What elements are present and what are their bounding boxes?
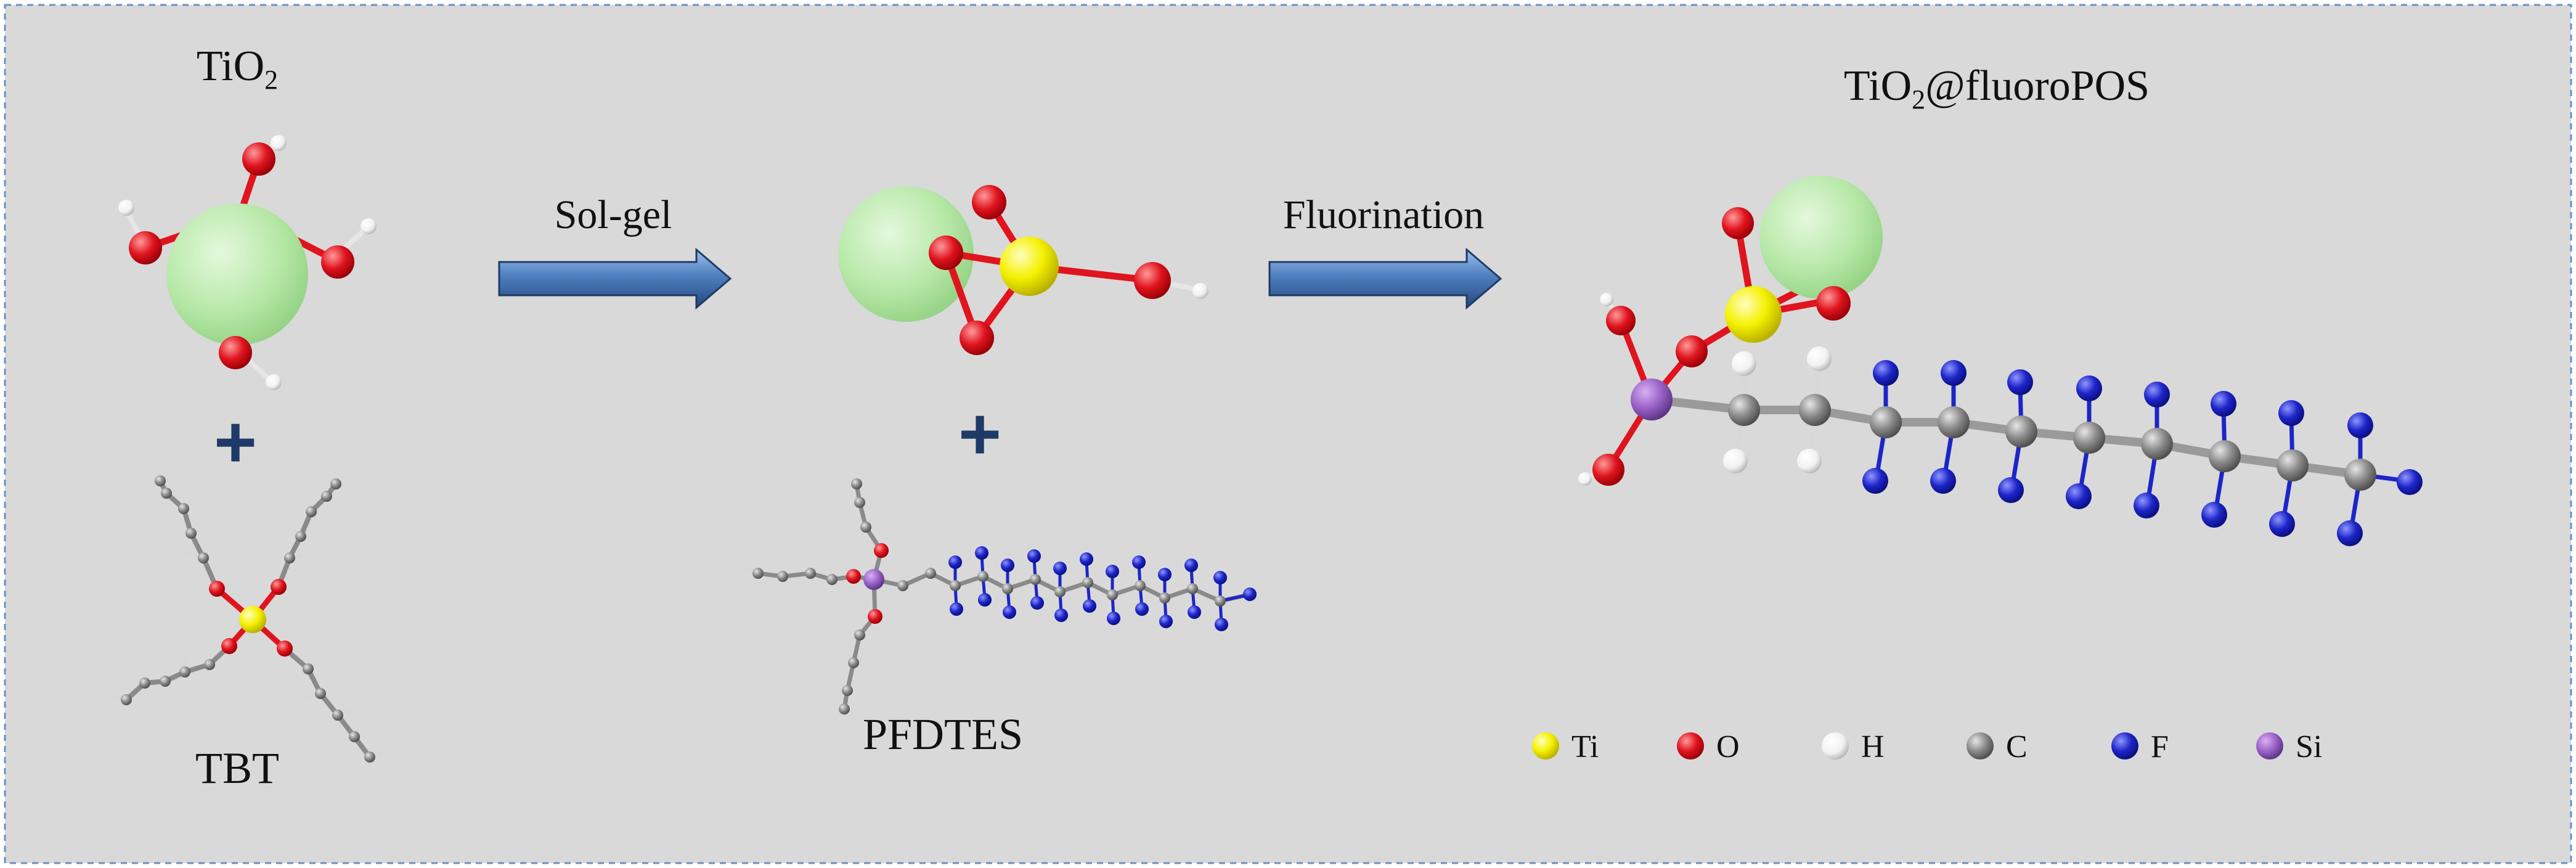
legend-item-f: F xyxy=(2111,729,2169,764)
tio2-particle-structure xyxy=(118,135,377,390)
panel-background xyxy=(4,4,2572,864)
element-legend: Ti O H C F Si xyxy=(1532,729,2322,764)
sol-gel-arrow xyxy=(498,247,732,310)
legend-label-f: F xyxy=(2151,729,2169,764)
tio2-particle-sphere xyxy=(166,203,308,345)
legend-item-o: O xyxy=(1677,729,1740,764)
tbt-molecule xyxy=(109,464,387,774)
legend-item-h: H xyxy=(1822,729,1885,764)
tio2-fluoropos-structure xyxy=(1578,176,2423,546)
tbt-label: TBT xyxy=(195,743,279,793)
tio2-label: TiO2 xyxy=(197,43,278,95)
fluorination-arrow xyxy=(1268,247,1502,310)
fluorination-label: Fluorination xyxy=(1283,192,1484,237)
legend-swatch-si xyxy=(2256,732,2283,760)
pfdtes-label: PFDTES xyxy=(863,710,1023,759)
legend-label-o: O xyxy=(1716,729,1740,764)
legend-label-c: C xyxy=(2006,729,2028,764)
sol-gel-label: Sol-gel xyxy=(555,192,672,237)
legend-item-si: Si xyxy=(2256,729,2322,764)
legend-swatch-o xyxy=(1677,732,1704,760)
sol-gel-intermediate-structure xyxy=(838,185,1209,355)
middle-particle-sphere xyxy=(838,186,974,322)
legend-item-c: C xyxy=(1967,729,2028,764)
legend-label-ti: Ti xyxy=(1571,729,1599,764)
legend-swatch-f xyxy=(2111,732,2138,760)
legend-label-si: Si xyxy=(2296,729,2322,764)
product-label: TiO2@fluoroPOS xyxy=(1844,62,2150,115)
legend-swatch-c xyxy=(1967,732,1994,760)
plus-sign-middle: + xyxy=(958,393,1001,475)
plus-sign-left: + xyxy=(214,401,257,483)
legend-item-ti: Ti xyxy=(1532,729,1599,764)
pfdtes-molecule xyxy=(741,470,1257,723)
legend-label-h: H xyxy=(1861,729,1885,764)
legend-swatch-h xyxy=(1822,732,1849,760)
legend-swatch-ti xyxy=(1532,732,1559,760)
product-particle-sphere xyxy=(1759,176,1883,299)
